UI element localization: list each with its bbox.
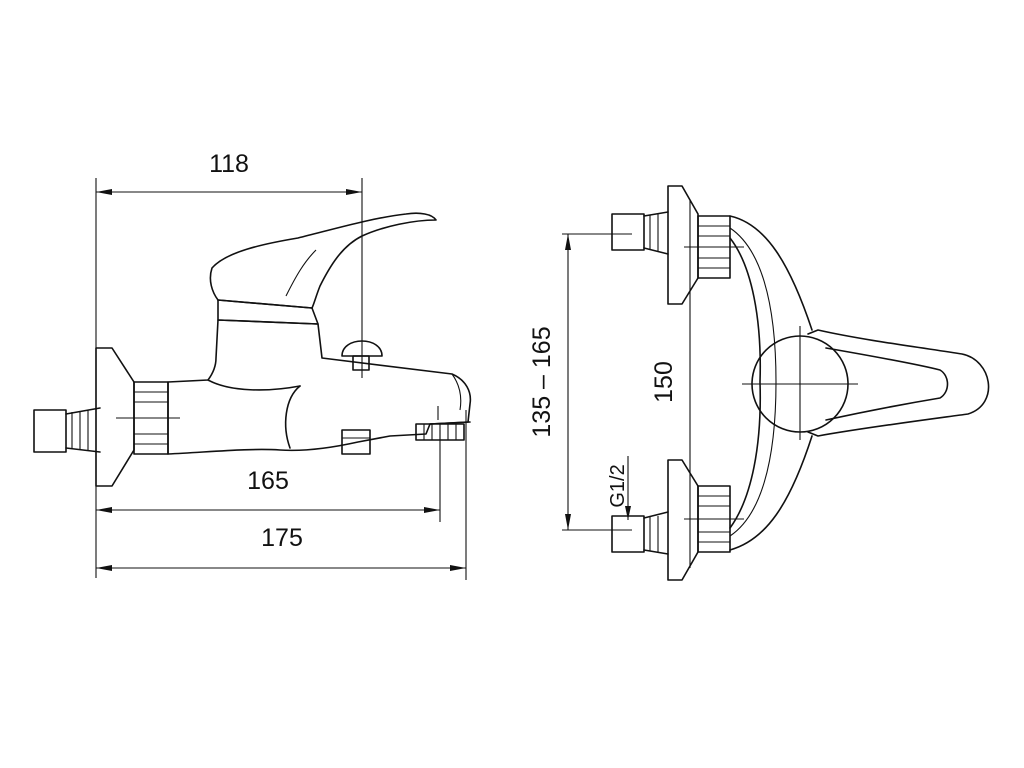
dim-175-label: 175 [261,524,303,552]
dim-range: 135 – 165 [528,233,632,531]
supply-pipe [33,407,101,453]
inlet-bottom [611,459,744,581]
dim-118: 118 [95,150,363,578]
dim-175: 175 [96,410,467,580]
dim-165-label: 165 [247,467,289,495]
diverter-knob [341,340,383,455]
dim-165: 165 [96,430,441,522]
lever-handle [209,212,437,325]
dim-center: 150 [650,200,691,568]
dim-center-label: 150 [650,361,678,403]
thread-label: G1/2 [607,464,629,507]
front-view: 135 – 165 G1/2 [528,185,990,581]
lever-front [742,326,990,440]
thread-callout: G1/2 [607,456,631,520]
side-view: 118 [33,150,472,580]
mixer-body-front [729,215,813,551]
inlet-top [611,185,744,305]
wall-flange [95,347,135,487]
dim-range-label: 135 – 165 [528,326,556,437]
dim-118-label: 118 [209,150,249,178]
mixer-body [167,319,472,455]
